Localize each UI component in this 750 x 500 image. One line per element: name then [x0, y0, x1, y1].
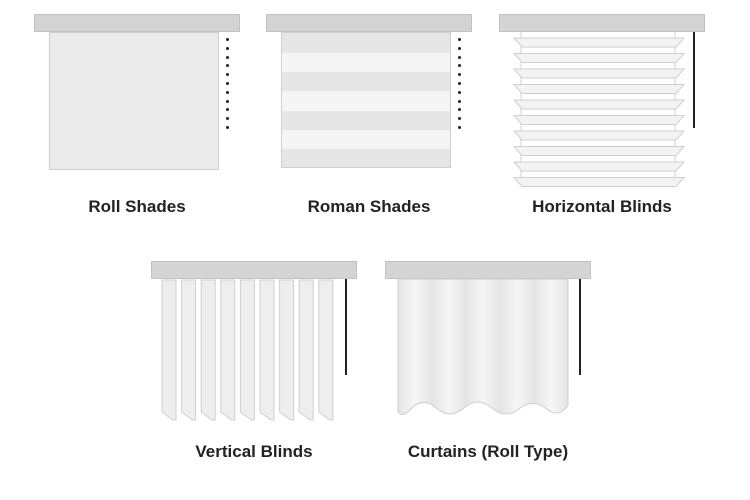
curtains-label: Curtains (Roll Type)	[388, 442, 588, 462]
curtain-panel	[398, 279, 568, 415]
curtains-wand	[579, 279, 581, 375]
